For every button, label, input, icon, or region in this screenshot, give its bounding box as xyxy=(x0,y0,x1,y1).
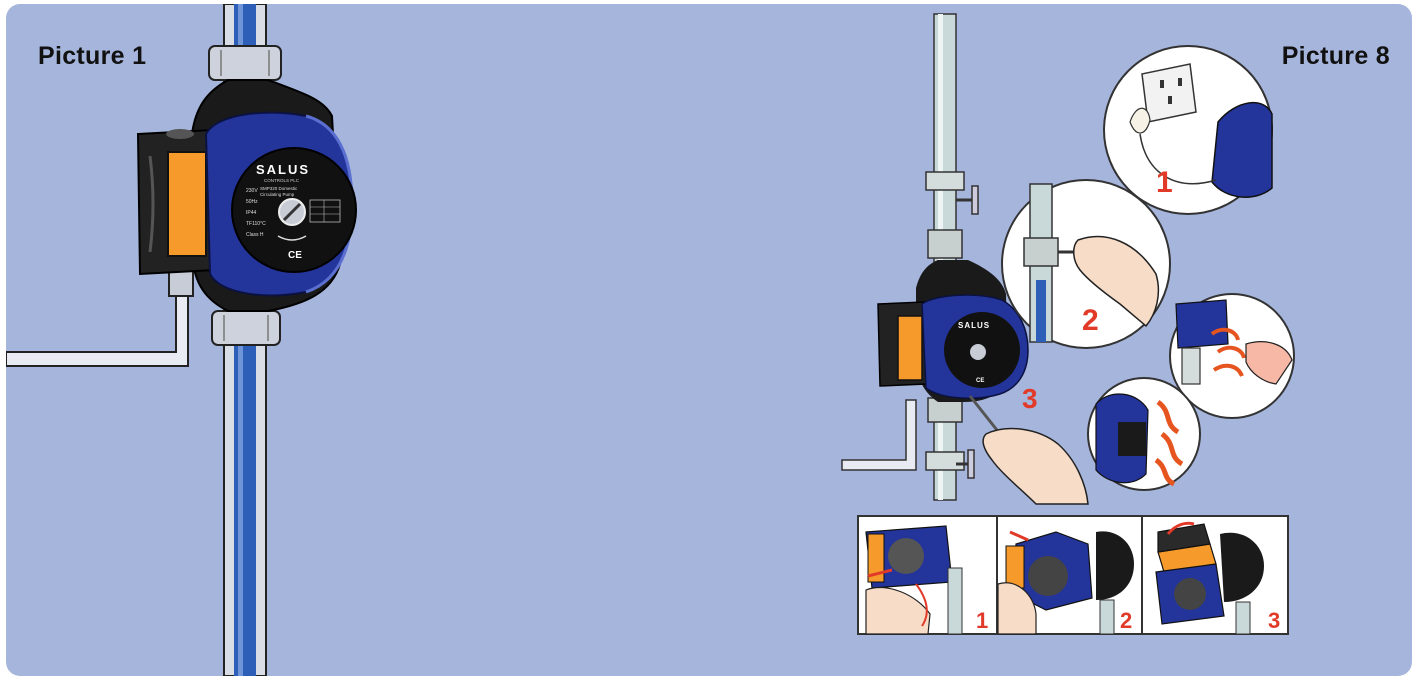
pump-spec-1: 230V xyxy=(246,188,258,194)
wall-socket-icon xyxy=(1142,64,1196,122)
pump-spec-5: Class H xyxy=(246,232,264,238)
branch-pipe xyxy=(6,266,193,366)
top-union-nut xyxy=(209,46,281,80)
step-1-unplug-circle xyxy=(1104,46,1272,214)
strip-number-3: 3 xyxy=(1268,608,1280,633)
pump-brand-subtext: CONTROLS PLC xyxy=(264,178,300,183)
pump-model-line-2: Circulating Pump xyxy=(260,192,295,197)
pump-spec-2: 50Hz xyxy=(246,199,258,205)
picture-8-panel: Picture 8 SALUS xyxy=(716,4,1412,676)
vertical-pipe xyxy=(926,14,964,500)
picture-1-panel: Picture 1 xyxy=(6,4,716,676)
strip-number-2: 2 xyxy=(1120,608,1132,633)
pump-model-line-1: SMP320 Domestic xyxy=(260,186,298,191)
step-3-number: 3 xyxy=(1022,383,1038,414)
small-pump-brand-text: SALUS xyxy=(958,321,990,330)
branch-pipe xyxy=(842,400,916,470)
step-2-number: 2 xyxy=(1082,304,1099,337)
pump-spec-4: TF110°C xyxy=(246,221,266,227)
pump-brand-text: SALUS xyxy=(256,162,310,177)
pump-installation-illustration: SALUS CONTROLS PLC SMP320 Domestic Circu… xyxy=(6,4,716,676)
pump-spec-3: IP44 xyxy=(246,210,257,216)
strip-frame-1 xyxy=(866,526,962,634)
ce-mark: CE xyxy=(288,250,302,261)
small-pump-ce-mark: CE xyxy=(976,378,984,384)
hot-pump-circle xyxy=(1088,378,1200,490)
strip-number-1: 1 xyxy=(976,608,988,633)
bottom-union-nut xyxy=(212,311,280,345)
terminal-box xyxy=(138,129,214,274)
maintenance-steps-illustration: SALUS CE 3 1 2 xyxy=(716,4,1412,676)
step-1-number: 1 xyxy=(1156,166,1173,199)
pump-motor xyxy=(206,113,356,296)
